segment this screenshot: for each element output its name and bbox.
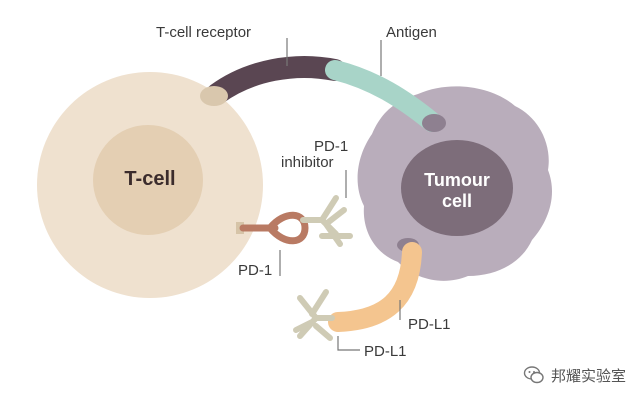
t-cell-receptor-shape [206,56,346,105]
t-cell-label: T-cell [124,168,176,190]
watermark: 邦耀实验室 [523,364,626,386]
antigen-base [422,114,446,132]
label-pdl1-upper: PD-L1 [408,316,451,333]
label-antigen: Antigen [386,24,437,41]
label-pd1-inhibitor-line2: inhibitor [281,154,334,171]
pd1-receptor [239,211,309,245]
antigen-shape [325,60,442,132]
watermark-text: 邦耀实验室 [550,367,626,385]
t-cell-nucleus [93,125,203,235]
wechat-logo-icon [523,366,544,384]
label-pd1: PD-1 [238,262,273,279]
label-t-cell-receptor: T-cell receptor [156,24,252,41]
tumour-cell-label-line2: cell [441,191,473,211]
leader-lines [279,38,401,351]
label-pdl1-lower: PD-L1 [364,343,407,360]
label-pd1-inhibitor-line1: PD-1 [314,138,349,155]
receptor-base [200,86,228,106]
tumour-cell-label-line1: Tumour [424,170,490,190]
pd1-inhibitor-antibody [300,195,353,247]
pdl1-inhibitor-antibody [293,289,335,341]
pdl1-ligand [328,242,422,332]
tumour-nucleus [401,140,513,236]
